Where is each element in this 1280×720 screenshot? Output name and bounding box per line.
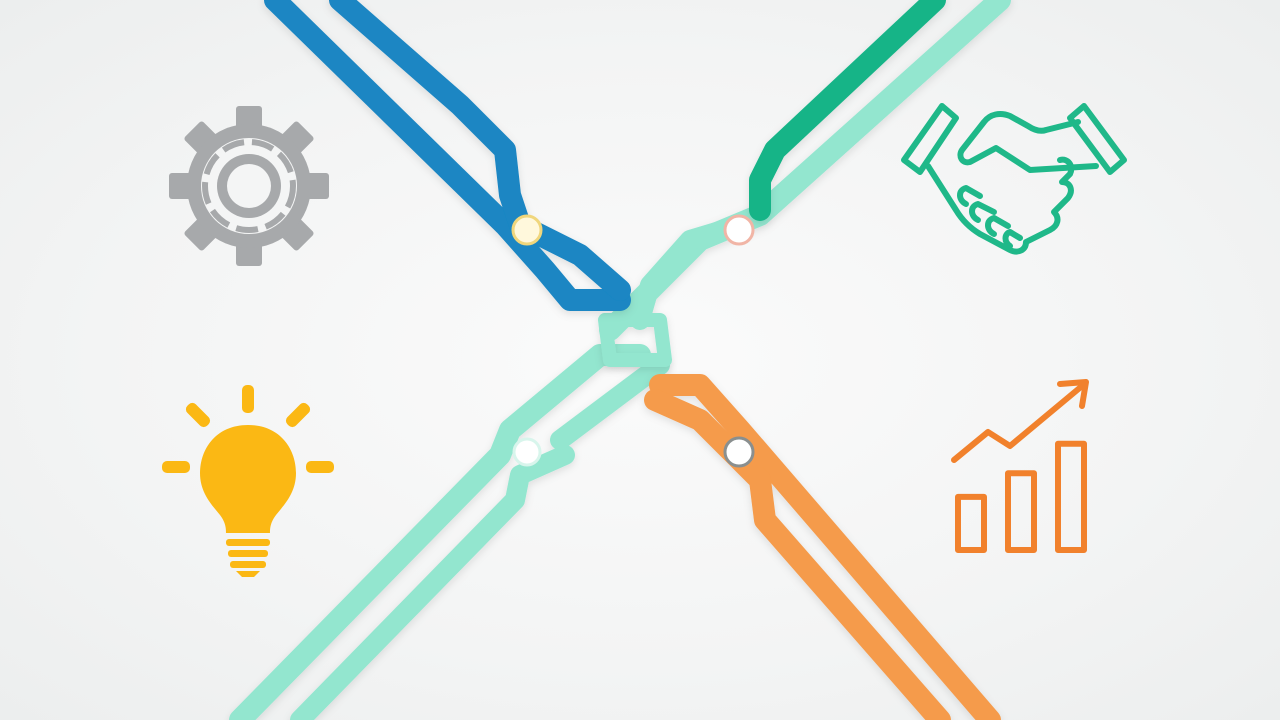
growth-bar-3 xyxy=(1055,440,1087,553)
bulb-ray-top xyxy=(242,385,254,413)
bulb-glass xyxy=(200,425,296,533)
green-band xyxy=(749,0,946,221)
bulb-base-3 xyxy=(230,561,266,568)
node-top-right xyxy=(723,214,755,246)
handshake-finger-2 xyxy=(969,201,997,223)
handshake-finger-3 xyxy=(985,215,1011,237)
gear-icon xyxy=(169,106,329,266)
bulb-ray-upper-right xyxy=(285,402,311,428)
blue-band-outer xyxy=(264,0,631,311)
bulb-ray-right xyxy=(306,461,334,473)
node-bottom-right xyxy=(723,436,755,468)
green-band-stroke xyxy=(749,0,946,221)
bulb-ray-upper-left xyxy=(185,402,211,428)
growth-chart-icon xyxy=(951,379,1089,553)
handshake-right-hand xyxy=(957,111,1099,173)
orange-band xyxy=(644,374,1001,720)
mint-band-center-loop xyxy=(598,313,672,367)
bulb-ray-left xyxy=(162,461,190,473)
mint-band-lower-inner xyxy=(290,445,575,720)
growth-arrow-line xyxy=(951,383,1085,463)
orange-band-inner xyxy=(644,389,951,720)
mint-band-upper-inner xyxy=(630,215,750,330)
mint-band-lower-spur xyxy=(550,355,670,450)
blue-band-inner xyxy=(329,0,631,301)
growth-arrow-head xyxy=(1057,379,1089,409)
bulb-base-2 xyxy=(228,550,268,557)
handshake-finger-4 xyxy=(1002,229,1023,249)
growth-bar-2 xyxy=(1005,470,1037,553)
bulb-tip xyxy=(236,571,260,577)
mint-band-upper xyxy=(598,0,1011,367)
handshake-right-cuff xyxy=(1067,103,1127,175)
blue-band xyxy=(264,0,631,311)
orange-band-outer xyxy=(649,374,1001,720)
handshake-left-hand xyxy=(925,156,1075,255)
handshake-icon xyxy=(901,103,1127,255)
node-bottom-left xyxy=(512,437,542,467)
growth-bar-1 xyxy=(955,493,987,553)
handshake-left-cuff xyxy=(901,103,959,175)
handshake-finger-1 xyxy=(957,185,983,207)
node-top-left xyxy=(511,214,543,246)
bulb-base-1 xyxy=(226,539,270,546)
lightbulb-icon xyxy=(162,385,334,577)
growth-bars xyxy=(955,440,1087,553)
